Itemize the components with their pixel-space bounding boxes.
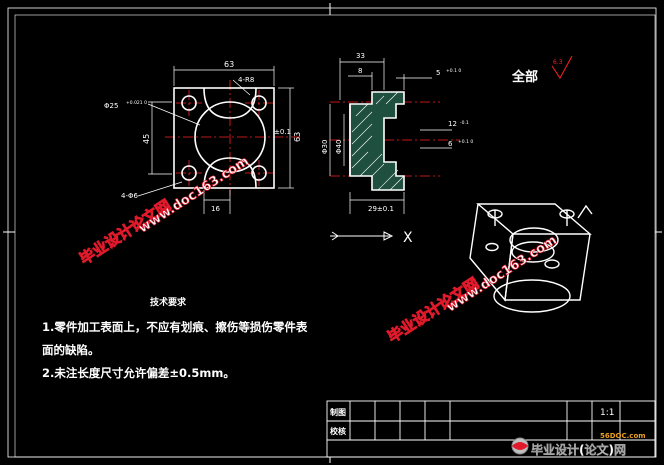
side-bottom-length: 29±0.1 [368, 205, 394, 213]
dim-bore-tol: +0.021 0 [126, 100, 147, 106]
roughness-icon [551, 55, 573, 79]
requirement-1a: 1.零件加工表面上，不应有划痕、擦伤等损伤零件表 [42, 320, 308, 334]
dim-slot: 4-R8 [238, 76, 254, 84]
side-left-dia2: Φ40 [335, 140, 343, 154]
side-right-upper: 12 [448, 120, 457, 128]
roughness-note: 全部 6.3 [511, 55, 573, 85]
brand-logo: 56DOC.com 毕业设计(论文)网 [511, 432, 646, 457]
axis-icon [330, 231, 394, 241]
title-row1-label: 制图 [330, 407, 346, 417]
title-block [326, 400, 656, 458]
svg-text:全部: 全部 [511, 69, 538, 85]
brand-cn: 毕业设计(论文)网 [531, 442, 626, 457]
dim-right-tol: ±0.1 [274, 128, 291, 136]
axis-x-label: X [403, 230, 413, 246]
side-top-right-tol: +0.1 0 [446, 68, 461, 74]
side-top-step: 8 [358, 67, 362, 75]
title-row2-label: 校核 [330, 426, 346, 436]
dim-left-height: 45 [142, 134, 151, 144]
requirements-title: 技术要求 [150, 296, 187, 308]
side-left-dia: Φ30 [321, 140, 329, 154]
technical-requirements: 技术要求 1.零件加工表面上，不应有划痕、擦伤等损伤零件表 面的缺陷。 2.未注… [42, 296, 308, 380]
roughness-value: 6.3 [553, 59, 563, 66]
requirement-1b: 面的缺陷。 [42, 343, 100, 357]
side-view: 33 8 5 +0.1 0 12 -0.1 6 +0.1 0 Φ30 Φ40 2… [321, 52, 473, 246]
front-view: 63 4-R8 Φ25 +0.021 0 ±0.1 63 45 16 4-Φ6 [104, 60, 302, 214]
side-right-upper-tol: -0.1 [460, 120, 469, 126]
requirement-2: 2.未注长度尺寸允许偏差±0.5mm。 [42, 366, 235, 380]
brand-site: 56DOC.com [600, 432, 646, 440]
dim-bore-label: Φ25 [104, 102, 118, 110]
dim-holes: 4-Φ6 [121, 192, 138, 200]
side-right-lower-tol: +0.1 0 [458, 139, 473, 145]
side-right-lower: 6 [448, 140, 453, 148]
globe-icon [511, 437, 529, 455]
title-scale: 1:1 [600, 408, 614, 418]
dim-top-width: 63 [224, 60, 234, 69]
side-top-length: 33 [356, 52, 365, 60]
dim-right-height: 63 [293, 132, 302, 142]
isometric-view [469, 203, 593, 313]
side-top-right: 5 [436, 69, 440, 77]
dim-bottom-offset: 16 [211, 205, 220, 213]
